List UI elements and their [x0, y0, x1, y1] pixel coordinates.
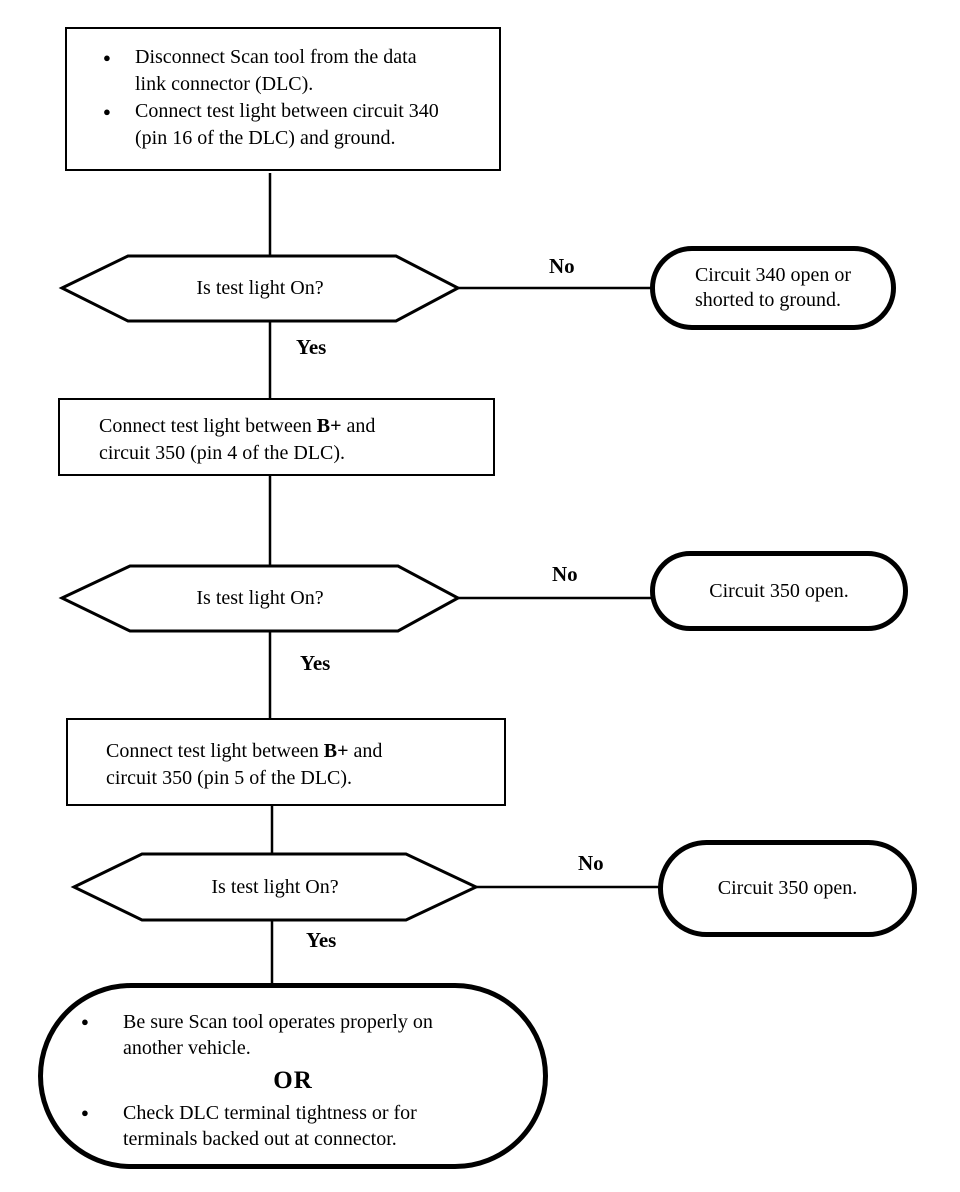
terminal-text: Circuit 350 open.: [718, 876, 857, 901]
decision-question-3: Is test light On?: [211, 876, 339, 898]
or-label: OR: [273, 1067, 313, 1094]
terminal-text: Circuit 350 open.: [709, 579, 848, 604]
terminal-line: Circuit 340 open or: [694, 264, 852, 286]
bullet-line: Disconnect Scan tool from the data: [135, 46, 417, 68]
bullet-text: Be sure Scan tool operates properly on a…: [123, 1009, 433, 1061]
bullet-text: Disconnect Scan tool from the data link …: [135, 44, 417, 98]
decision-question-2: Is test light On?: [196, 587, 324, 609]
bullet-item: ● Be sure Scan tool operates properly on…: [81, 1009, 543, 1061]
bullet-line: (pin 16 of the DLC) and ground.: [135, 127, 396, 149]
process-box-test-pin4: Connect test light between B+ and circui…: [58, 398, 495, 476]
process-text: and: [341, 415, 376, 437]
no-label-3: No: [578, 851, 604, 875]
bullet-line: link connector (DLC).: [135, 73, 314, 95]
process-line: circuit 350 (pin 5 of the DLC).: [106, 767, 353, 789]
bullet-line: another vehicle.: [123, 1037, 251, 1059]
terminal-circuit-350-open-b: Circuit 350 open.: [658, 840, 917, 937]
process-line: Connect test light between B+ and: [106, 738, 504, 765]
bplus-text: B+: [316, 415, 342, 437]
bullet-icon: ●: [103, 50, 111, 65]
bplus-text: B+: [323, 740, 349, 762]
process-box-disconnect-scan-tool: ● Disconnect Scan tool from the data lin…: [65, 27, 501, 171]
terminal-circuit-340-open: Circuit 340 open or shorted to ground.: [650, 246, 896, 330]
bullet-icon: ●: [81, 1105, 89, 1120]
decision-question-1: Is test light On?: [196, 277, 324, 299]
bullet-text: Connect test light between circuit 340 (…: [135, 98, 439, 152]
yes-label-1: Yes: [296, 335, 327, 359]
decision-hexagon-3: [70, 852, 480, 922]
bullet-icon: ●: [81, 1014, 89, 1029]
bullet-icon: ●: [103, 104, 111, 119]
bullet-line: terminals backed out at connector.: [123, 1128, 397, 1150]
bullet-item: ● Check DLC terminal tightness or for te…: [81, 1100, 543, 1152]
bullet-text: Check DLC terminal tightness or for term…: [123, 1100, 417, 1152]
terminal-circuit-350-open-a: Circuit 350 open.: [650, 551, 908, 631]
terminal-line: shorted to ground.: [694, 289, 842, 311]
decision-hexagon-1: [58, 254, 462, 323]
process-text: Connect test light between: [106, 740, 324, 762]
process-line: circuit 350 (pin 4 of the DLC).: [99, 442, 346, 464]
bullet-item: ● Connect test light between circuit 340…: [103, 98, 499, 152]
terminal-final-checks: ● Be sure Scan tool operates properly on…: [38, 983, 548, 1169]
no-label-1: No: [549, 254, 575, 278]
bullet-line: Be sure Scan tool operates properly on: [123, 1011, 433, 1033]
terminal-line: Circuit 350 open.: [709, 579, 849, 602]
yes-label-3: Yes: [306, 928, 337, 952]
process-line: Connect test light between B+ and: [99, 413, 493, 440]
bullet-line: Connect test light between circuit 340: [135, 100, 439, 122]
bullet-item: ● Disconnect Scan tool from the data lin…: [103, 44, 499, 98]
no-label-2: No: [552, 562, 578, 586]
process-text: Connect test light between: [99, 415, 317, 437]
yes-label-2: Yes: [300, 651, 331, 675]
bullet-line: Check DLC terminal tightness or for: [123, 1102, 417, 1124]
terminal-text: Circuit 340 open or shorted to ground.: [695, 263, 851, 313]
process-text: and: [348, 740, 383, 762]
process-box-test-pin5: Connect test light between B+ and circui…: [66, 718, 506, 806]
terminal-line: Circuit 350 open.: [717, 877, 858, 899]
decision-hexagon-2: [58, 564, 462, 633]
